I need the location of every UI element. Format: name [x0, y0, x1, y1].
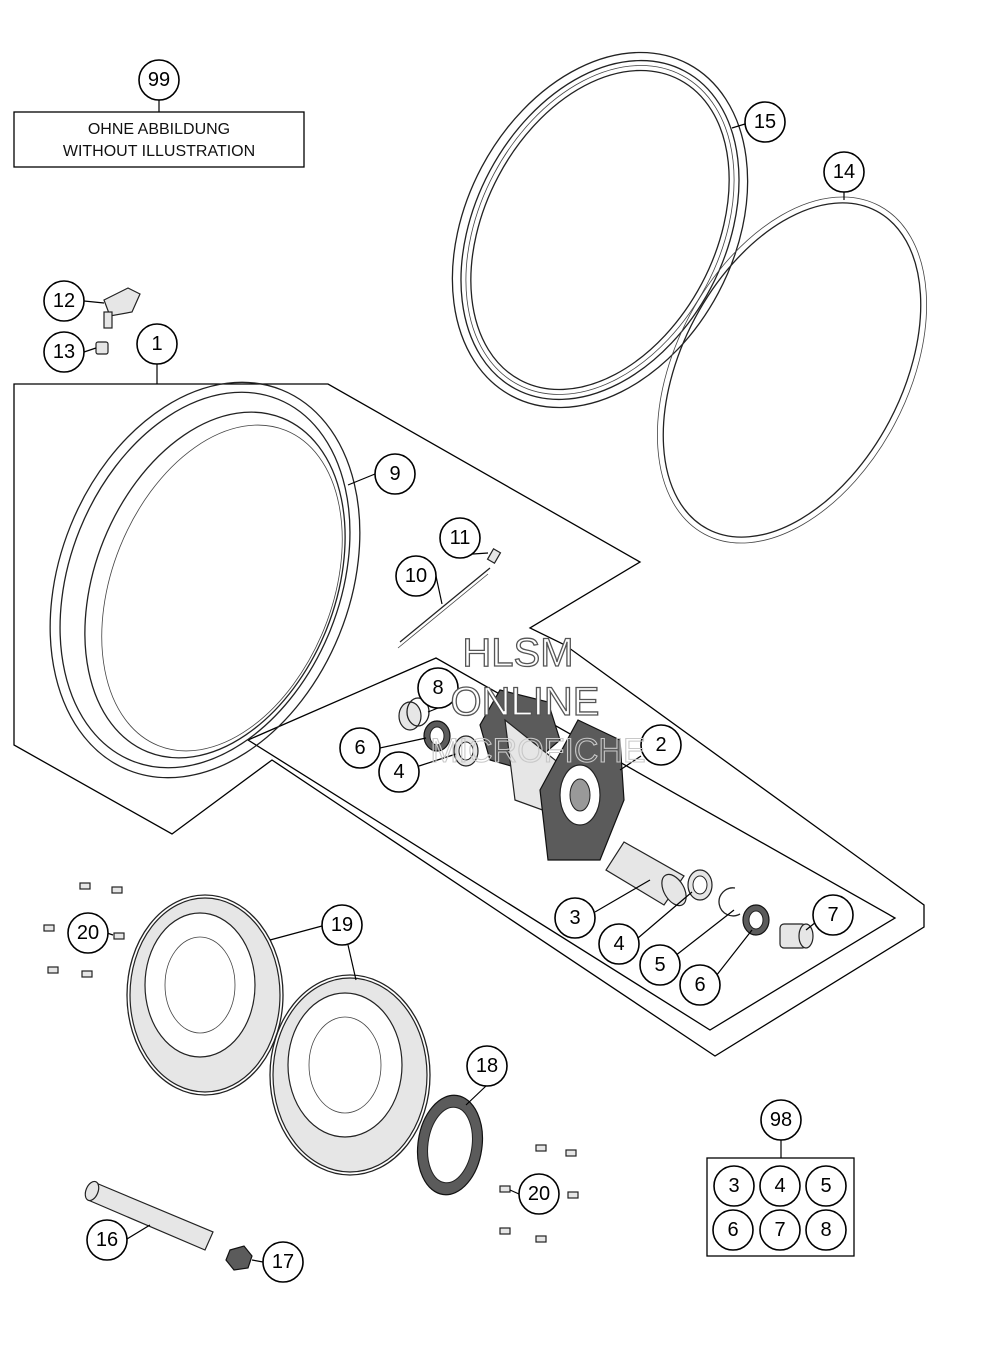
callout-14: 14 — [823, 151, 865, 193]
circlip-icon — [718, 887, 741, 917]
svg-text:15: 15 — [754, 111, 776, 133]
axle-nut-icon — [225, 1245, 253, 1271]
callout-1: 1 — [136, 323, 178, 365]
kit-item-label: 6 — [727, 1219, 738, 1241]
callout-6: 6 — [339, 727, 381, 769]
callout-13: 13 — [43, 331, 85, 373]
svg-text:16: 16 — [96, 1229, 118, 1251]
assembly-outline-hub — [246, 657, 897, 1031]
watermark-line-3: MICROFICHE — [430, 732, 645, 770]
bearing-icon — [687, 869, 713, 901]
spoke-icon — [397, 567, 491, 649]
watermark-line-1: HLSM — [462, 631, 573, 675]
callout-98: 98 — [760, 1099, 802, 1141]
svg-text:18: 18 — [476, 1055, 498, 1077]
kit-item: 6 — [712, 1209, 754, 1251]
watermark: HLSM ONLINE MICROFICHE — [430, 630, 646, 770]
svg-text:4: 4 — [393, 761, 404, 783]
svg-text:20: 20 — [528, 1183, 550, 1205]
svg-text:20: 20 — [77, 922, 99, 944]
kit-item: 4 — [759, 1165, 801, 1207]
note-line-1: OHNE ABBILDUNG — [88, 121, 230, 138]
tire-pressure-sensor-icon — [103, 287, 141, 329]
callout-12: 12 — [43, 280, 85, 322]
rim-tape-icon — [657, 196, 927, 544]
svg-text:17: 17 — [272, 1251, 294, 1273]
rim-icon — [49, 381, 361, 779]
callout-4: 4 — [598, 923, 640, 965]
leader-lines — [83, 100, 845, 1263]
svg-text:11: 11 — [450, 527, 471, 549]
kit-item-label: 4 — [774, 1175, 785, 1197]
callout-99: 99 — [138, 59, 180, 101]
callout-5: 5 — [639, 944, 681, 986]
svg-text:6: 6 — [354, 737, 365, 759]
bolt-icon — [499, 1144, 579, 1243]
abs-ring-icon — [416, 1094, 484, 1196]
callout-20: 20 — [518, 1173, 560, 1215]
svg-text:14: 14 — [833, 161, 855, 183]
svg-text:9: 9 — [389, 463, 400, 485]
svg-text:3: 3 — [569, 907, 580, 929]
hub-icon — [479, 689, 625, 861]
svg-text:99: 99 — [148, 69, 170, 91]
kit-item: 7 — [759, 1209, 801, 1251]
callout-16: 16 — [86, 1219, 128, 1261]
kit-item-label: 7 — [774, 1219, 785, 1241]
tube-band-icon — [451, 51, 749, 409]
brake-disc-icon — [126, 894, 284, 1096]
svg-text:13: 13 — [53, 341, 75, 363]
callout-15: 15 — [744, 101, 786, 143]
kit-item-label: 5 — [820, 1175, 831, 1197]
callout-18: 18 — [466, 1045, 508, 1087]
svg-text:2: 2 — [655, 734, 666, 756]
kit-item: 3 — [713, 1165, 755, 1207]
brake-disc-icon — [269, 974, 431, 1176]
svg-text:10: 10 — [405, 565, 427, 587]
svg-text:6: 6 — [694, 974, 705, 996]
svg-text:1: 1 — [151, 333, 162, 355]
kit-item-label: 3 — [728, 1175, 739, 1197]
spacer-icon — [398, 697, 430, 731]
bolt-icon — [43, 882, 125, 978]
svg-text:19: 19 — [331, 914, 353, 936]
callout-8: 8 — [417, 667, 459, 709]
spacer-icon — [779, 923, 814, 949]
watermark-line-2: ONLINE — [451, 680, 600, 724]
svg-text:8: 8 — [432, 677, 443, 699]
callout-6: 6 — [679, 964, 721, 1006]
kit-item-label: 8 — [820, 1219, 831, 1241]
axle-icon — [84, 1180, 214, 1251]
callout-9: 9 — [374, 453, 416, 495]
kit-item: 8 — [805, 1209, 847, 1251]
valve-nut-icon — [95, 341, 109, 355]
callout-17: 17 — [262, 1241, 304, 1283]
svg-text:12: 12 — [53, 290, 75, 312]
kit-item: 5 — [805, 1165, 847, 1207]
callout-11: 11 — [439, 517, 481, 559]
svg-text:4: 4 — [613, 933, 624, 955]
callout-20: 20 — [67, 912, 109, 954]
note-line-2: WITHOUT ILLUSTRATION — [63, 143, 255, 160]
seal-icon — [742, 904, 770, 936]
svg-text:7: 7 — [827, 904, 838, 926]
callout-4: 4 — [378, 751, 420, 793]
spacer-icon — [605, 841, 687, 907]
callout-7: 7 — [812, 894, 854, 936]
spoke-nipple-icon — [486, 547, 502, 565]
callout-3: 3 — [554, 897, 596, 939]
callout-19: 19 — [321, 904, 363, 946]
svg-text:5: 5 — [654, 954, 665, 976]
assembly-outline-wheel — [13, 383, 925, 1057]
bearing-icon — [453, 735, 479, 767]
note-box — [13, 111, 305, 168]
svg-text:98: 98 — [770, 1109, 792, 1131]
callout-10: 10 — [395, 555, 437, 597]
callout-2: 2 — [640, 724, 682, 766]
seal-icon — [423, 720, 451, 752]
